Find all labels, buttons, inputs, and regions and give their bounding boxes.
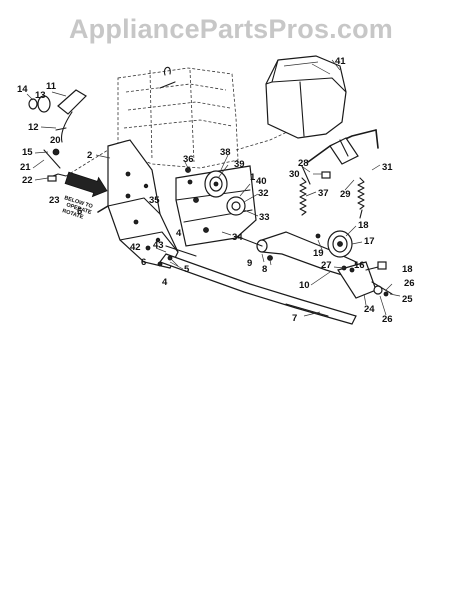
callout-24: 24 (364, 304, 375, 315)
callout-21: 21 (20, 162, 31, 173)
callout-4a: 4 (176, 228, 182, 239)
callout-1: 1 (250, 172, 256, 183)
chute-crank-assembly (28, 89, 109, 182)
callout-30: 30 (289, 169, 300, 180)
callout-33: 33 (259, 212, 270, 223)
callout-40: 40 (256, 176, 267, 187)
callout-36: 36 (183, 154, 194, 165)
callout-41: 41 (335, 56, 346, 67)
callout-16: 16 (354, 260, 365, 271)
callout-26a: 26 (404, 278, 415, 289)
callout-14: 14 (17, 84, 28, 95)
callout-28: 28 (298, 158, 309, 169)
callout-25: 25 (402, 294, 413, 305)
callout-12: 12 (28, 122, 39, 133)
callout-labels: 14 13 11 12 20 15 21 22 23 6 2 38 39 36 … (17, 56, 415, 325)
callout-6a: 6 (77, 206, 82, 217)
callout-7: 7 (292, 313, 297, 324)
callout-2: 2 (87, 150, 92, 161)
callout-19: 19 (313, 248, 324, 259)
callout-34: 34 (232, 232, 243, 243)
callout-13: 13 (35, 90, 46, 101)
callout-11: 11 (46, 81, 57, 92)
callout-32: 32 (258, 188, 269, 199)
callout-43: 43 (153, 240, 164, 251)
callout-6b: 6 (141, 257, 146, 268)
callout-5: 5 (184, 264, 190, 275)
callout-29: 29 (340, 189, 351, 200)
callout-18a: 18 (358, 220, 369, 231)
callout-42: 42 (130, 242, 141, 253)
callout-18b: 18 (402, 264, 413, 275)
idler-pulley-assembly (235, 230, 393, 299)
belt-cover (265, 55, 347, 139)
leader-lines (26, 59, 401, 317)
drive-bracket-assembly (157, 165, 257, 267)
callout-26b: 26 (382, 314, 393, 325)
callout-38: 38 (220, 147, 231, 158)
callout-4b: 4 (162, 277, 168, 288)
callout-17: 17 (364, 236, 375, 247)
callout-23: 23 (49, 195, 60, 206)
callout-37: 37 (318, 188, 329, 199)
callout-20: 20 (50, 135, 61, 146)
callout-9: 9 (247, 258, 252, 269)
callout-31: 31 (382, 162, 393, 173)
callout-35: 35 (149, 195, 160, 206)
clutch-lever-assembly (299, 129, 379, 219)
callout-10: 10 (299, 280, 310, 291)
frame-side-panel: BELOW TO OPERATE ROTATE (61, 139, 357, 325)
callout-27: 27 (321, 260, 332, 271)
callout-15: 15 (22, 147, 33, 158)
callout-22: 22 (22, 175, 33, 186)
callout-8: 8 (262, 264, 267, 275)
watermark: AppliancePartsPros.com (68, 14, 393, 44)
callout-39: 39 (234, 159, 245, 170)
